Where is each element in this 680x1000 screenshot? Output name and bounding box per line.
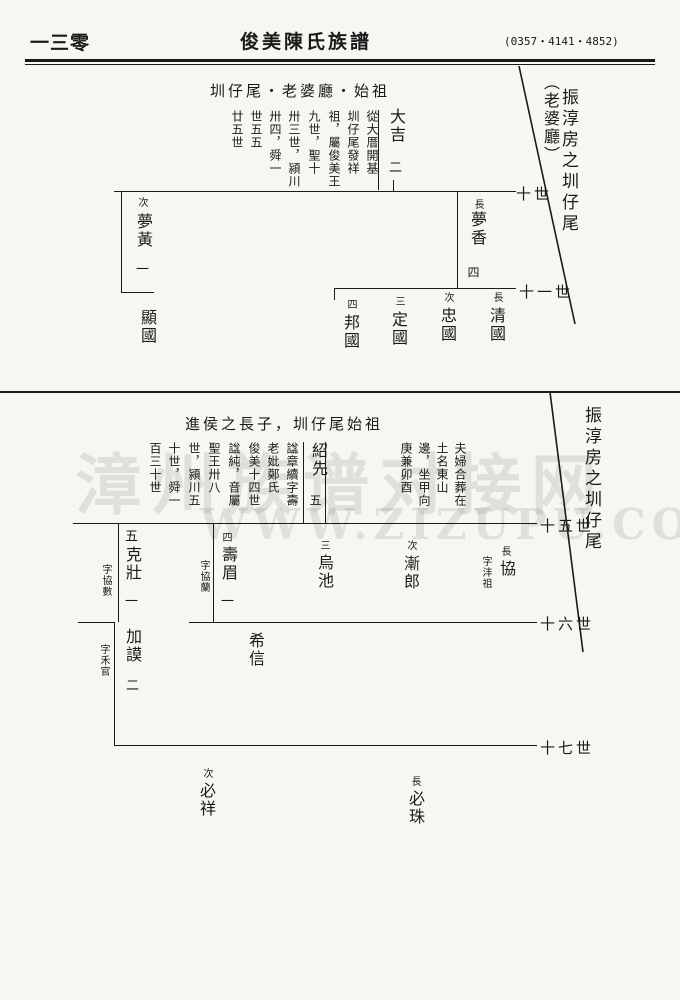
section1-side-title: 振淳房之圳仔尾 [558, 88, 578, 235]
person-shaoxian-rank: 五 [308, 494, 322, 508]
person-shoumei: 壽眉 [219, 546, 238, 582]
shaoxian-box-right [325, 442, 326, 524]
person-jiamo-rank: 二 [123, 678, 138, 693]
header-rule-thin [25, 64, 655, 65]
person-bizhu-prefix: 長 [409, 776, 420, 787]
section1-side-subtitle: （老婆廳） [541, 74, 560, 164]
section2-side-title: 振淳房之圳仔尾 [581, 406, 601, 553]
section1-heading: 圳仔尾・老婆廳・始祖 [210, 82, 391, 100]
person-bangguo-prefix: 四 [345, 299, 356, 310]
dadi-drop [393, 180, 394, 191]
gen10-line [114, 191, 516, 192]
section-divider [0, 391, 680, 393]
gen17-line [114, 745, 537, 746]
person-qingguo-prefix: 長 [491, 292, 502, 303]
generation-15: 十五世 [540, 517, 595, 535]
person-shoumei-courtesy: 字協蘭 [198, 560, 209, 593]
person-mengxiang-prefix: 長 [472, 199, 483, 210]
person-menghuang: 夢黃 [134, 213, 153, 249]
person-qingguo: 清國 [487, 307, 506, 343]
kezhuang-branch [118, 524, 119, 622]
watermark-cn: 漳州族谱对接网 [75, 447, 607, 524]
person-shaoxian: 紹先 [309, 442, 328, 478]
section2-side-border [549, 392, 584, 653]
person-xie-prefix: 長 [499, 546, 510, 557]
phone-number: (0357・4141・4852) [504, 35, 619, 48]
generation-10: 十世 [516, 185, 553, 203]
person-mengxiang: 夢香 [468, 211, 487, 247]
jiamo-branch [114, 622, 115, 746]
book-title: 俊美陳氏族譜 [240, 31, 373, 53]
person-shoumei-prefix: 四 [220, 532, 231, 543]
person-jianlang-prefix: 次 [405, 540, 416, 551]
mengxiang-box-left [457, 192, 458, 288]
person-zhongguo-prefix: 次 [442, 292, 453, 303]
section2-heading: 進侯之長子，圳仔尾始祖 [185, 415, 384, 433]
person-bixiang-prefix: 次 [201, 768, 212, 779]
gen16-line-right [189, 622, 537, 623]
section2-biography-note: 諡章續字壽 老妣鄭氏 俊美十四世 諡純，音屬 聖王卅八 世，潁川五 十世，舜一 … [148, 442, 299, 507]
person-dadi-rank: 二 [386, 160, 401, 175]
person-menghuang-prefix: 次 [136, 197, 147, 208]
person-dingguo: 定國 [389, 311, 408, 347]
gen15-line [73, 523, 537, 524]
person-xianguo: 顯國 [138, 309, 157, 345]
person-bangguo: 邦國 [341, 314, 360, 350]
generation-16: 十六世 [540, 615, 595, 633]
person-menghuang-rank: 一 [133, 262, 148, 277]
section1-biography-note: 從大厝開基 圳仔尾發祥 祖，屬俊美王 九世，聖十 卅三世，潁川 卅四，舜一 世五… [230, 110, 379, 188]
menghuang-branch [121, 191, 122, 292]
person-wuchi-prefix: 三 [318, 540, 329, 551]
shaoxian-box-left [303, 442, 304, 524]
person-bizhu: 必珠 [406, 790, 425, 826]
person-kezhuang-rank: 一 [122, 594, 137, 609]
person-jiamo: 加謨 [123, 628, 142, 664]
gen11-branch-left [334, 288, 335, 300]
gen16-line-left [78, 622, 114, 623]
person-jiamo-courtesy: 字禾官 [98, 644, 109, 677]
generation-17: 十七世 [540, 739, 595, 757]
person-bixiang: 必祥 [197, 782, 216, 818]
gen11-line [334, 288, 516, 289]
person-xie: 協 [497, 560, 516, 578]
person-dadi: 大吉 [387, 108, 406, 144]
section2-burial-note: 夫婦合葬在 土名東山 邊，坐甲向 庚兼卯酉 [399, 442, 467, 507]
page-number: 一三零 [30, 32, 91, 54]
person-wuchi: 烏池 [315, 554, 334, 590]
person-dingguo-prefix: 三 [393, 296, 404, 307]
person-kezhuang-prefix: 五 [122, 529, 137, 544]
person-xie-courtesy: 字沣祖 [480, 556, 491, 589]
person-kezhuang: 克壯 [123, 546, 142, 582]
person-xixin: 希信 [246, 632, 265, 668]
person-zhongguo: 忠國 [438, 307, 457, 343]
section1-diagonal-border [518, 66, 576, 325]
header-rule-thick [25, 59, 655, 62]
person-kezhuang-courtesy: 字協數 [100, 564, 111, 597]
shoumei-branch [213, 524, 214, 622]
watermark-en: WWW.ZIZUPU.COM [200, 500, 680, 549]
dadi-box-left [378, 110, 379, 190]
person-jianlang: 漸郎 [401, 555, 420, 591]
person-shoumei-rank: 一 [218, 594, 233, 609]
menghuang-underline [121, 292, 154, 293]
person-mengxiang-rank: 四 [466, 266, 480, 280]
generation-11: 十一世 [519, 283, 574, 301]
